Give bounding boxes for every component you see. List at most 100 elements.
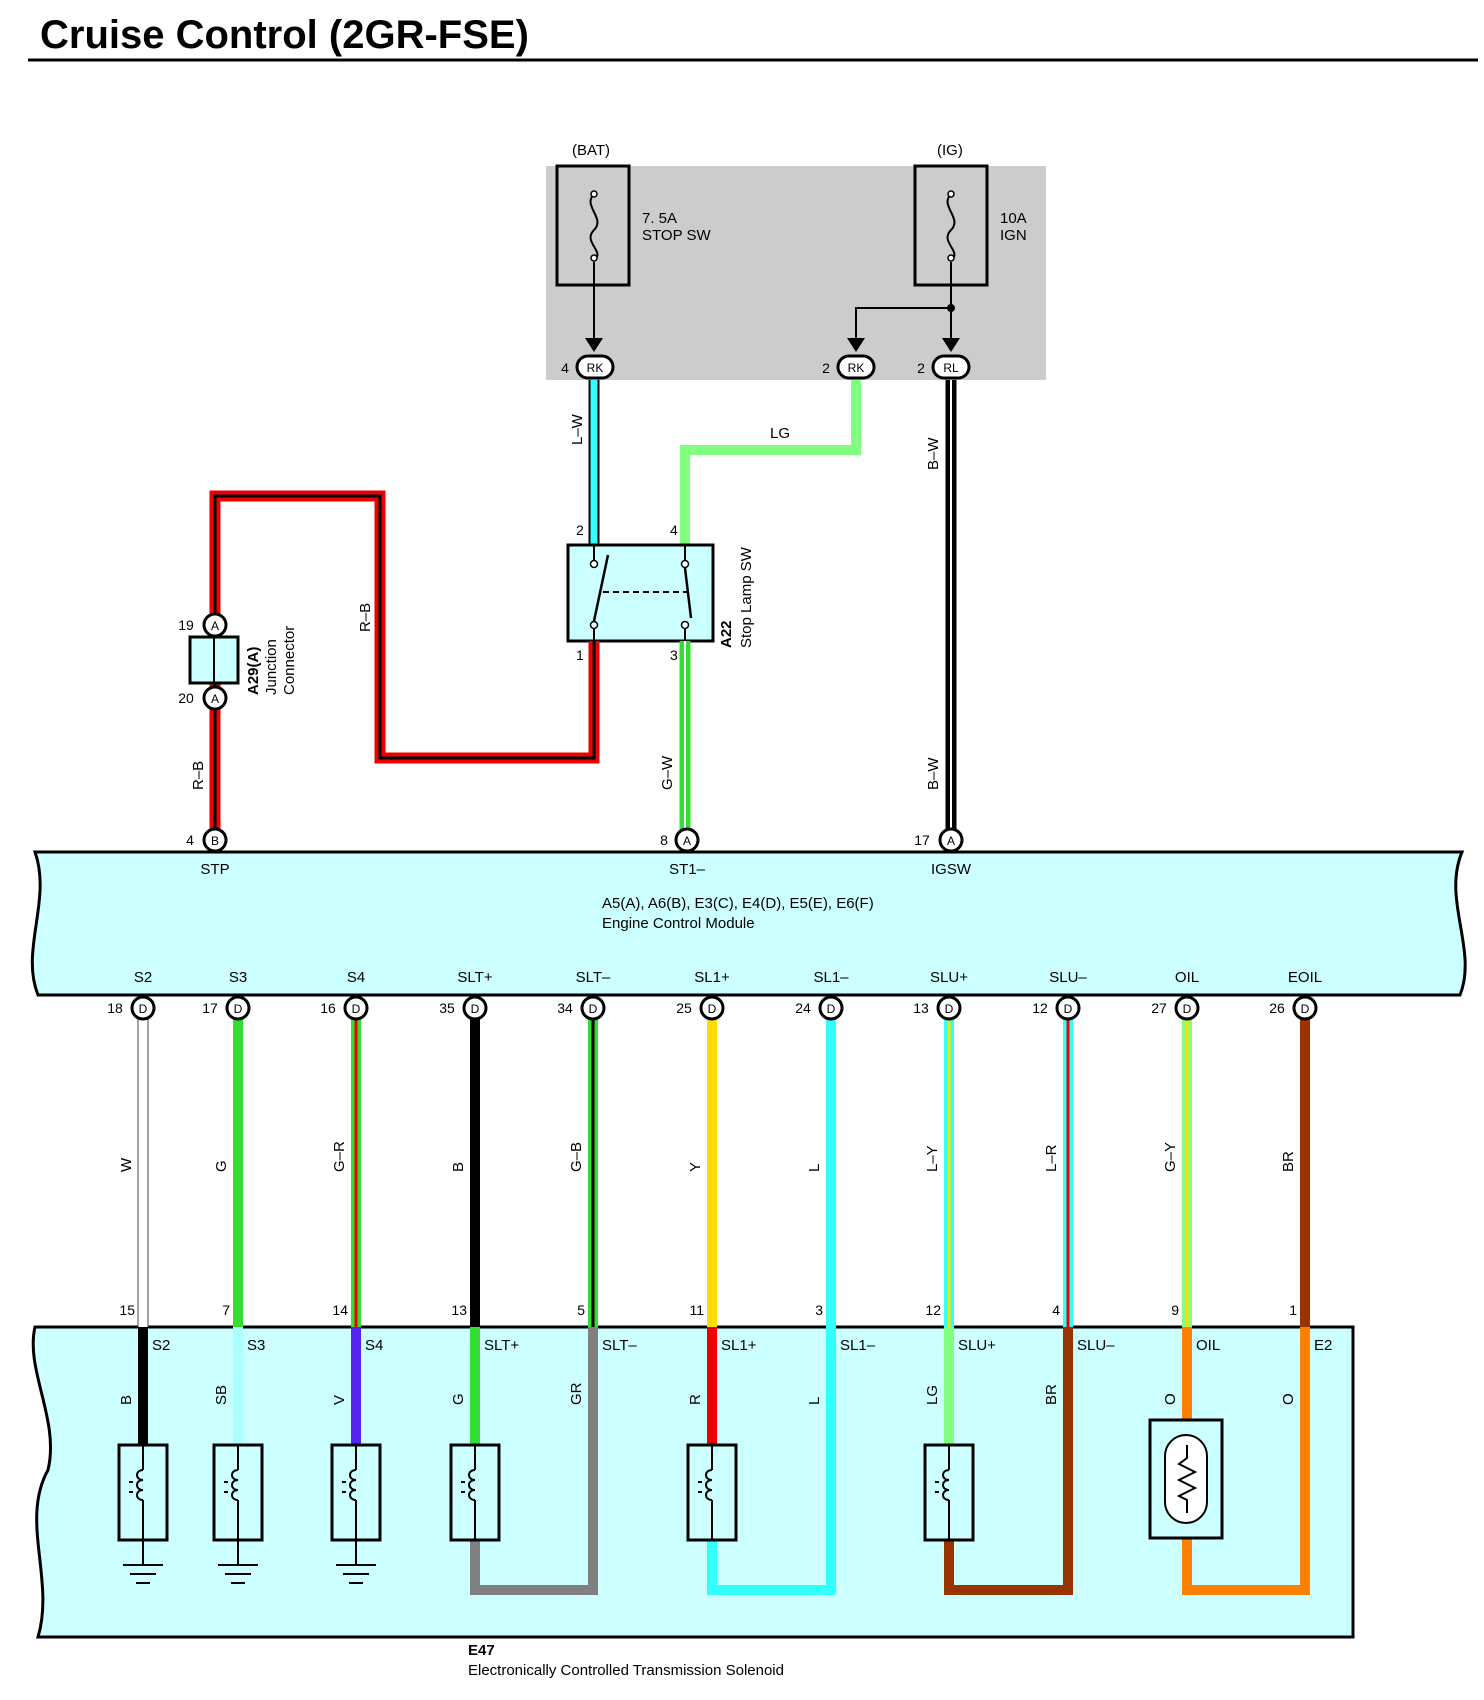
svg-text:8: 8 (660, 832, 668, 848)
wire-lg (680, 380, 861, 545)
sol-pin-num: 14 (332, 1302, 348, 1318)
svg-text:D: D (1064, 1002, 1073, 1016)
fuse-terminal-icon (947, 190, 955, 198)
svg-text:20: 20 (178, 690, 194, 706)
splice-dot (947, 304, 955, 312)
svg-text:S2: S2 (134, 969, 152, 986)
ecm-body (30, 850, 1467, 997)
sol-wire-label: O (1280, 1393, 1297, 1405)
sol-wire-label: LG (924, 1385, 941, 1405)
sol-pin-name: OIL (1196, 1337, 1220, 1354)
svg-text:ST1–: ST1– (669, 861, 706, 878)
junction-name-1: Junction (263, 639, 280, 695)
sol-pin-name: S3 (247, 1337, 265, 1354)
svg-text:B: B (211, 834, 219, 848)
switch-pin-3: 3 (670, 647, 678, 663)
svg-text:19: 19 (178, 617, 194, 633)
oil-temp-sensor-icon (1148, 1418, 1224, 1540)
svg-text:2: 2 (822, 360, 830, 376)
ecm-pin-s4: D 16 S4 (320, 969, 369, 1021)
svg-text:D: D (945, 1002, 954, 1016)
ecm-pin-igsw: A 17 IGSW (914, 827, 972, 878)
sol-pin-name: SL1+ (721, 1337, 757, 1354)
svg-text:4: 4 (561, 360, 569, 376)
sol-pin-name: E2 (1314, 1337, 1332, 1354)
ecm-wire-label: Y (687, 1162, 704, 1172)
solenoid-coil-icon (449, 1443, 501, 1542)
svg-text:RL: RL (943, 361, 959, 375)
wire-lw-label: L–W (569, 413, 586, 445)
fuse-terminal-icon (947, 254, 955, 262)
sol-pin-num: 15 (119, 1302, 135, 1318)
sol-pin-num: 4 (1052, 1302, 1060, 1318)
sol-pin-num: 13 (451, 1302, 467, 1318)
svg-text:16: 16 (320, 1000, 336, 1016)
svg-text:OIL: OIL (1175, 969, 1199, 986)
svg-text:S4: S4 (347, 969, 365, 986)
return-loop-2 (944, 1327, 1073, 1595)
jb-pin-rk-2: RK 2 (822, 354, 876, 380)
fuse-ign-icon (946, 193, 956, 261)
solenoid-id: E47 (468, 1642, 495, 1659)
svg-text:SLU+: SLU+ (930, 969, 968, 986)
wire-bw-bottom-label: B–W (925, 757, 942, 790)
wire-rb-bottom-label: R–B (190, 761, 207, 790)
svg-text:2: 2 (917, 360, 925, 376)
sol-pin-name: SL1– (840, 1337, 876, 1354)
svg-text:24: 24 (795, 1000, 811, 1016)
ecm-wire-label: G–B (568, 1142, 585, 1172)
sol-pin-num: 7 (222, 1302, 230, 1318)
stop-lamp-switch (566, 543, 715, 643)
ecm-wire-label: G–R (331, 1141, 348, 1172)
ecm-wire-label: L–R (1043, 1144, 1060, 1172)
svg-text:12: 12 (1032, 1000, 1048, 1016)
svg-text:SLT–: SLT– (576, 969, 611, 986)
svg-text:35: 35 (439, 1000, 455, 1016)
sol-wire-label: SB (213, 1385, 230, 1405)
ecm-wire-label: BR (1280, 1151, 1297, 1172)
ecm-connectors: A5(A), A6(B), E3(C), E4(D), E5(E), E6(F) (602, 895, 874, 912)
sol-pin-name: S2 (152, 1337, 170, 1354)
sol-wire-label: B (118, 1395, 135, 1405)
sol-pin-name: SLU+ (958, 1337, 996, 1354)
ground-icon (218, 1564, 258, 1584)
svg-text:18: 18 (107, 1000, 123, 1016)
svg-text:D: D (471, 1002, 480, 1016)
junction-pin-bottom: A 20 (178, 685, 228, 711)
junction-id: A29(A) (245, 647, 262, 695)
ecm-pin-st1: A 8 ST1– (660, 827, 706, 878)
svg-text:17: 17 (914, 832, 930, 848)
wire-rb-top-label: R–B (357, 603, 374, 632)
ecm-wire-label: L–Y (924, 1145, 941, 1172)
svg-text:D: D (352, 1002, 361, 1016)
svg-text:D: D (139, 1002, 148, 1016)
fuse-stop-sw-rating: 7. 5A (642, 210, 677, 227)
arrow-icon (585, 338, 603, 352)
stop-lamp-id: A22 (718, 620, 735, 648)
sol-pin-num: 3 (815, 1302, 823, 1318)
solenoid-coil-icon (686, 1443, 738, 1542)
fuse-ign-name: IGN (1000, 227, 1027, 244)
sol-wire-label: GR (568, 1382, 585, 1405)
sol-pin-name: SLT+ (484, 1337, 519, 1354)
sol-pin-name: S4 (365, 1337, 383, 1354)
sol-pin-num: 1 (1289, 1302, 1297, 1318)
return-loop-3 (1182, 1327, 1310, 1595)
switch-pin-4: 4 (670, 522, 678, 538)
sol-pin-name: SLT– (602, 1337, 637, 1354)
ecm-name: Engine Control Module (602, 915, 755, 932)
svg-text:IGSW: IGSW (931, 861, 972, 878)
stop-lamp-name: Stop Lamp SW (738, 546, 755, 648)
fuse-terminal-icon (590, 190, 598, 198)
fuse-stop-sw-icon (589, 193, 599, 261)
sol-pin-num: 5 (577, 1302, 585, 1318)
fuse-terminal-icon (590, 254, 598, 262)
